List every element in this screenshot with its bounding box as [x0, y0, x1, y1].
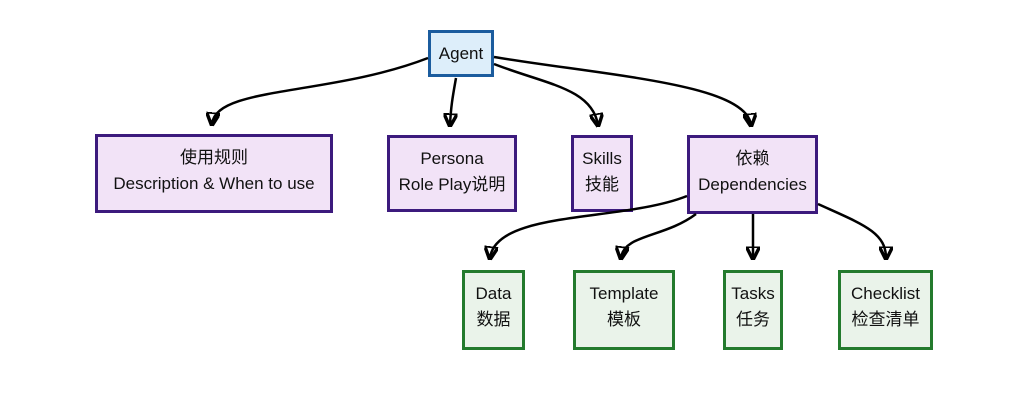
node-dependencies-line2: Dependencies — [698, 175, 807, 194]
node-dependencies-line1: 依赖 — [735, 149, 770, 168]
node-agent-label: Agent — [438, 43, 484, 63]
node-usage-rules-line1: 使用规则 — [180, 148, 248, 167]
node-skills-line1: Skills — [582, 149, 622, 168]
node-usage-rules-line2: Description & When to use — [113, 174, 315, 193]
node-template-line1: Template — [589, 284, 659, 303]
node-template-line2: 模板 — [607, 310, 641, 329]
node-template: Template 模板 — [573, 270, 675, 350]
edge-dependencies-checklist — [817, 202, 886, 258]
node-persona: Persona Role Play说明 — [387, 135, 517, 212]
node-data-line1: Data — [475, 284, 512, 303]
node-tasks-line2: 任务 — [736, 310, 770, 329]
node-checklist-line1: Checklist — [851, 284, 920, 303]
edge-agent-skills — [493, 62, 598, 125]
node-usage-rules: 使用规则 Description & When to use — [95, 134, 333, 213]
edge-agent-dependencies — [493, 55, 751, 125]
node-skills-line2: 技能 — [585, 175, 619, 194]
node-persona-line1: Persona — [420, 149, 484, 168]
node-data: Data 数据 — [462, 270, 525, 350]
edge-dependencies-template — [621, 212, 697, 258]
edge-agent-persona — [450, 77, 456, 125]
node-tasks: Tasks 任务 — [723, 270, 783, 350]
node-data-line2: 数据 — [476, 310, 511, 329]
edge-agent-usage — [212, 56, 429, 124]
node-dependencies: 依赖 Dependencies — [687, 135, 818, 214]
node-tasks-line1: Tasks — [731, 284, 775, 303]
node-checklist-line2: 检查清单 — [851, 310, 920, 329]
node-agent: Agent — [428, 30, 494, 77]
node-persona-line2: Role Play说明 — [398, 175, 506, 194]
node-skills: Skills 技能 — [571, 135, 633, 212]
node-checklist: Checklist 检查清单 — [838, 270, 933, 350]
